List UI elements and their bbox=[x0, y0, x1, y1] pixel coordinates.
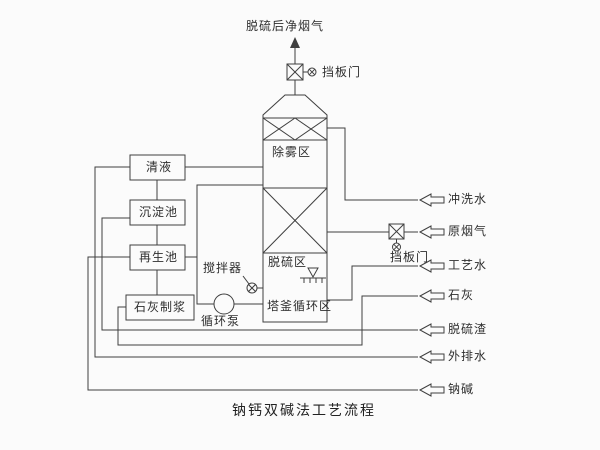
circulation-pump bbox=[185, 184, 263, 315]
up-arrow-icon bbox=[290, 37, 300, 48]
lime-line bbox=[117, 295, 418, 346]
tank-train bbox=[125, 154, 263, 321]
stream-label-flushing-water: 冲洗水 bbox=[448, 192, 488, 206]
sedimentation-tank-label: 沉淀池 bbox=[139, 205, 179, 219]
absorber-tower bbox=[262, 94, 328, 323]
flushing-water-line bbox=[327, 127, 418, 201]
lime-arrow-icon bbox=[418, 289, 445, 303]
liquid-level-icon bbox=[300, 267, 326, 283]
stream-label-lime: 石灰 bbox=[448, 288, 475, 302]
stream-label-drain: 外排水 bbox=[448, 349, 488, 363]
regeneration-tank-label: 再生池 bbox=[139, 250, 179, 264]
lime-slurry-label: 石灰制浆 bbox=[134, 300, 187, 314]
process-water-arrow-icon bbox=[418, 259, 445, 273]
agitator bbox=[242, 275, 263, 294]
clean-gas-outlet-label: 脱硫后净烟气 bbox=[246, 19, 325, 33]
raw-gas-arrow-icon bbox=[418, 225, 445, 239]
demister-zone-label: 除雾区 bbox=[272, 145, 312, 159]
stream-label-raw-gas: 原烟气 bbox=[448, 224, 488, 238]
clear-liquid-label: 清液 bbox=[146, 160, 173, 174]
sedimentation-tank bbox=[129, 199, 186, 226]
stream-label-process-water: 工艺水 bbox=[448, 258, 488, 272]
flushing-water-arrow-icon bbox=[418, 193, 445, 207]
stream-label-residue: 脱硫渣 bbox=[448, 322, 488, 336]
sump-zone-label: 塔釜循环区 bbox=[267, 299, 333, 313]
stream-arrows bbox=[418, 193, 445, 397]
residue-line bbox=[101, 217, 418, 331]
spray-section bbox=[262, 187, 328, 254]
stream-label-sodium-alkali: 钠碱 bbox=[448, 382, 475, 396]
process-water-line bbox=[327, 265, 418, 301]
agitator-label: 搅拌器 bbox=[203, 261, 243, 275]
stack-outlet bbox=[286, 37, 317, 95]
stack-damper-label: 挡板门 bbox=[322, 65, 362, 79]
stream-lines bbox=[87, 127, 418, 391]
pump-icon bbox=[213, 293, 235, 315]
desulfurization-zone-label: 脱硫区 bbox=[268, 255, 308, 269]
inlet-damper-label: 挡板门 bbox=[390, 250, 430, 264]
circulation-pump-label: 循环泵 bbox=[201, 314, 241, 328]
diagram-title: 钠钙双碱法工艺流程 bbox=[232, 404, 376, 419]
demister-section bbox=[262, 117, 328, 141]
sodium-alkali-line bbox=[87, 256, 418, 391]
residue-arrow-icon bbox=[418, 323, 445, 337]
stack-damper-icon bbox=[286, 63, 317, 81]
sodium-alkali-arrow-icon bbox=[418, 383, 445, 397]
drain-line bbox=[94, 166, 418, 358]
drain-arrow-icon bbox=[418, 350, 445, 364]
inlet-damper bbox=[327, 223, 418, 252]
